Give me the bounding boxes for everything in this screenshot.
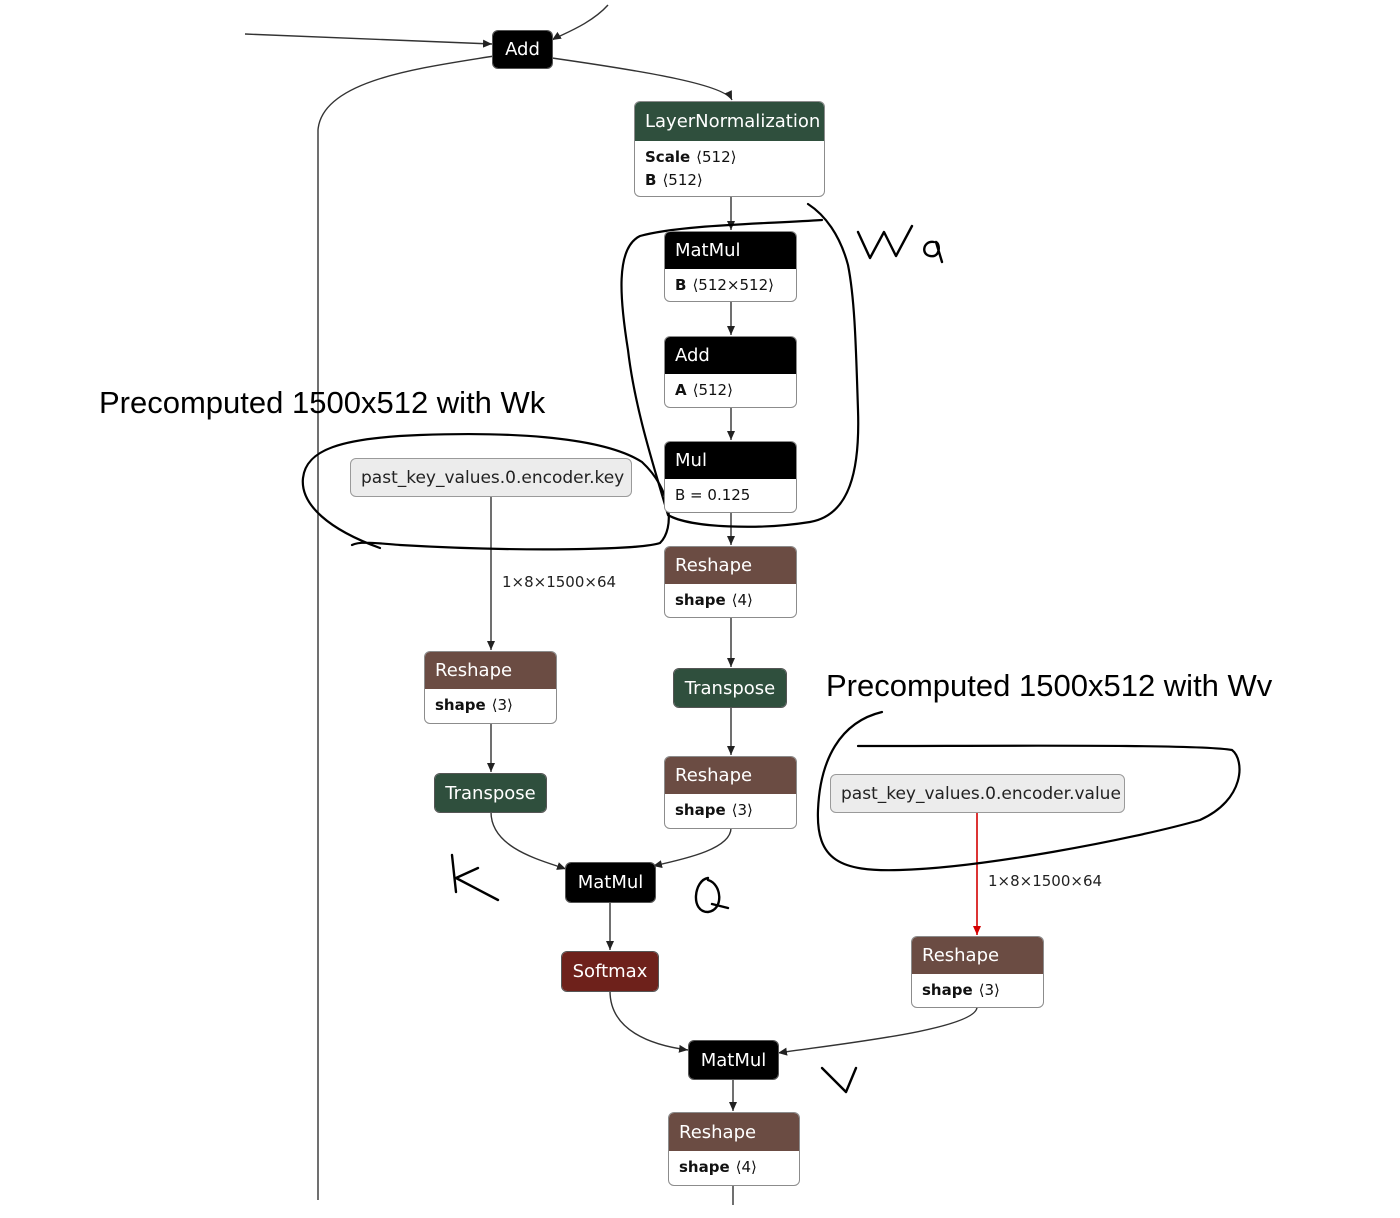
node-attr: B⟨512⟩	[645, 171, 703, 189]
node-title: Reshape	[665, 547, 796, 584]
transpose-q-node[interactable]: Transpose	[673, 668, 787, 708]
edge-softmax-matmul	[609, 990, 689, 1053]
edge-transposek-matmul	[490, 811, 567, 870]
reshape-out-node[interactable]: Reshape shape⟨4⟩	[668, 1112, 800, 1186]
encoder-key-input[interactable]: past_key_values.0.encoder.key	[350, 458, 632, 497]
node-title: Reshape	[665, 757, 796, 794]
node-attr: shape⟨3⟩	[435, 696, 513, 714]
node-title: Mul	[665, 442, 796, 479]
node-attr: B⟨512×512⟩	[675, 276, 774, 294]
node-attr: shape⟨3⟩	[675, 801, 753, 819]
reshape-v-node[interactable]: Reshape shape⟨3⟩	[911, 936, 1044, 1008]
node-title: Add	[665, 337, 796, 374]
softmax-node[interactable]: Softmax	[561, 951, 659, 992]
edge-in-top	[551, 4, 609, 41]
node-attr: shape⟨4⟩	[679, 1158, 757, 1176]
handwritten-loop-v	[816, 710, 1241, 872]
node-title: MatMul	[566, 863, 655, 902]
handwritten-loop-wq	[620, 202, 860, 528]
node-title: Add	[493, 31, 552, 68]
layernorm-node[interactable]: LayerNormalization Scale⟨512⟩ B⟨512⟩	[634, 101, 825, 197]
edge-label-key-shape: 1×8×1500×64	[502, 573, 617, 591]
node-title: LayerNormalization	[635, 102, 824, 141]
node-attr: Scale⟨512⟩	[645, 148, 737, 166]
reshape-q2-node[interactable]: Reshape shape⟨3⟩	[664, 756, 797, 829]
matmul-q-node[interactable]: MatMul B⟨512×512⟩	[664, 231, 797, 302]
node-attr: shape⟨3⟩	[922, 981, 1000, 999]
encoder-value-input[interactable]: past_key_values.0.encoder.value	[830, 774, 1125, 813]
reshape-k-node[interactable]: Reshape shape⟨3⟩	[424, 651, 557, 724]
annotation-precomputed-k: Precomputed 1500x512 with Wk	[99, 385, 546, 420]
reshape-q1-node[interactable]: Reshape shape⟨4⟩	[664, 546, 797, 618]
handwritten-loop-k	[301, 432, 670, 551]
node-title: Transpose	[435, 774, 546, 812]
transpose-k-node[interactable]: Transpose	[434, 773, 547, 813]
node-title: Reshape	[669, 1113, 799, 1151]
node-title: MatMul	[665, 232, 796, 269]
node-title: Reshape	[425, 652, 556, 689]
edge-reshapev-matmul	[777, 1006, 978, 1056]
node-attr: A⟨512⟩	[675, 381, 733, 399]
node-attr: shape⟨4⟩	[675, 591, 753, 609]
add-q-node[interactable]: Add A⟨512⟩	[664, 336, 797, 408]
edge-residual	[317, 55, 495, 1200]
matmul-v-node[interactable]: MatMul	[688, 1040, 779, 1080]
edge-label-value-shape: 1×8×1500×64	[988, 872, 1103, 890]
edge-add-layernorm	[551, 57, 733, 101]
node-title: MatMul	[689, 1041, 778, 1079]
matmul-qk-node[interactable]: MatMul	[565, 862, 656, 903]
node-title: Transpose	[674, 669, 786, 707]
edge-in-left	[244, 33, 493, 48]
edge-reshapeq-matmul	[652, 827, 732, 869]
mul-q-node[interactable]: Mul B = 0.125	[664, 441, 797, 513]
node-attr: B = 0.125	[675, 486, 751, 504]
node-title: Softmax	[562, 952, 658, 991]
add-node[interactable]: Add	[492, 30, 553, 69]
annotation-precomputed-v: Precomputed 1500x512 with Wv	[826, 668, 1273, 703]
node-title: Reshape	[912, 937, 1043, 974]
